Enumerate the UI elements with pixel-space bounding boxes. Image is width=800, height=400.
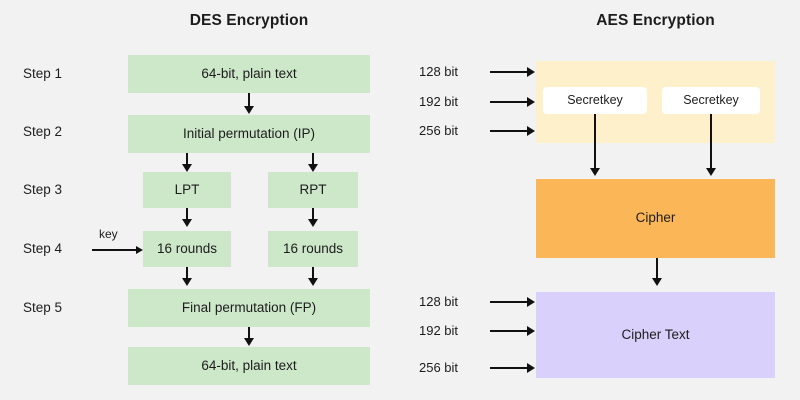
des-arrow-3-right-icon	[307, 219, 318, 227]
des-connector-1	[248, 93, 250, 108]
aes-arrow-line-bottom-1	[490, 301, 528, 303]
aes-key-size-bottom-3: 256 bit	[419, 360, 459, 375]
des-connector-4-left	[186, 267, 188, 280]
des-key-label: key	[99, 227, 118, 241]
des-box-rounds-right[interactable]: 16 rounds	[268, 231, 358, 267]
aes-arrow-secretkey-right-icon	[705, 168, 716, 176]
des-title: DES Encryption	[189, 12, 309, 29]
aes-arrow-line-top-1	[490, 71, 528, 73]
aes-arrow-bottom-2-icon	[527, 325, 535, 336]
des-key-connector	[92, 249, 137, 251]
des-arrow-2-right-icon	[307, 164, 318, 172]
des-arrow-3-left-icon	[181, 219, 192, 227]
aes-box-secretkey-left[interactable]: Secretkey	[543, 87, 647, 114]
aes-arrow-line-bottom-2	[490, 330, 528, 332]
des-connector-3-left	[186, 208, 188, 221]
des-arrow-2-left-icon	[181, 164, 192, 172]
aes-arrow-bottom-3-icon	[527, 362, 535, 373]
des-key-arrow-icon	[136, 245, 143, 254]
des-box-initial-permutation[interactable]: Initial permutation (IP)	[128, 115, 370, 153]
des-connector-4-right	[312, 267, 314, 280]
aes-arrow-cipher-icon	[651, 278, 662, 286]
aes-box-secretkey-right[interactable]: Secretkey	[662, 87, 760, 114]
des-box-lpt[interactable]: LPT	[143, 172, 231, 208]
aes-connector-cipher	[656, 258, 658, 280]
aes-key-size-bottom-1: 128 bit	[419, 294, 459, 309]
step-label-1: Step 1	[23, 66, 63, 81]
des-connector-2-right	[312, 153, 314, 166]
des-box-plaintext-out[interactable]: 64-bit, plain text	[128, 347, 370, 385]
aes-arrow-line-bottom-3	[490, 367, 528, 369]
aes-connector-secretkey-left	[594, 114, 596, 170]
des-box-final-permutation[interactable]: Final permutation (FP)	[128, 289, 370, 327]
step-label-4: Step 4	[23, 241, 63, 256]
step-label-2: Step 2	[23, 124, 63, 139]
aes-key-size-top-1: 128 bit	[419, 64, 459, 79]
aes-arrow-top-1-icon	[527, 66, 535, 77]
des-box-rpt[interactable]: RPT	[268, 172, 358, 208]
des-connector-5	[248, 327, 250, 340]
aes-arrow-top-3-icon	[527, 125, 535, 136]
des-connector-2-left	[186, 153, 188, 166]
aes-key-size-bottom-2: 192 bit	[419, 323, 459, 338]
des-arrow-4-left-icon	[181, 278, 192, 286]
aes-arrow-line-top-3	[490, 130, 528, 132]
aes-box-cipher[interactable]: Cipher	[536, 179, 775, 258]
des-box-rounds-left[interactable]: 16 rounds	[143, 231, 231, 267]
aes-connector-secretkey-right	[710, 114, 712, 170]
step-label-5: Step 5	[23, 300, 63, 315]
aes-key-size-top-2: 192 bit	[419, 94, 459, 109]
aes-arrow-line-top-2	[490, 101, 528, 103]
des-arrow-1-icon	[243, 106, 254, 114]
aes-title: AES Encryption	[596, 12, 715, 29]
aes-arrow-bottom-1-icon	[527, 296, 535, 307]
des-arrow-5-icon	[243, 338, 254, 346]
aes-arrow-top-2-icon	[527, 96, 535, 107]
des-connector-3-right	[312, 208, 314, 221]
aes-box-cipher-text[interactable]: Cipher Text	[536, 292, 775, 378]
aes-key-size-top-3: 256 bit	[419, 123, 459, 138]
step-label-3: Step 3	[23, 182, 63, 197]
des-box-plaintext-in[interactable]: 64-bit, plain text	[128, 55, 370, 93]
des-arrow-4-right-icon	[307, 278, 318, 286]
aes-arrow-secretkey-left-icon	[589, 168, 600, 176]
